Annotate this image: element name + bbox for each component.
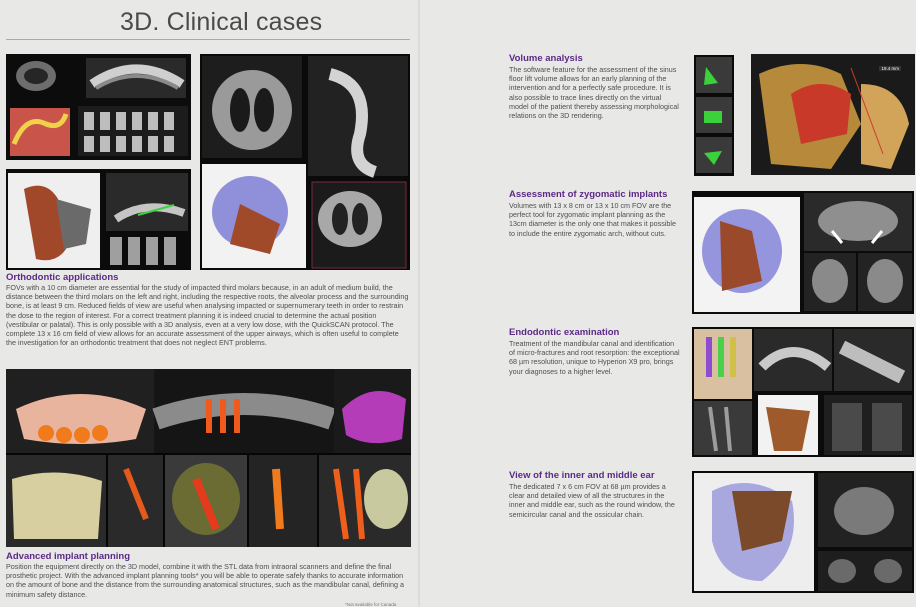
zygomatic-implant-image xyxy=(692,191,914,314)
endodontic-text: Treatment of the mandibular canal and id… xyxy=(509,339,680,376)
volume-3d-rendering-image: 19.4 mm xyxy=(751,54,915,175)
title-rule xyxy=(6,39,410,40)
implant-text: Position the equipment directly on the 3… xyxy=(6,562,404,599)
left-page: 3D. Clinical cases xyxy=(0,0,420,607)
inner-ear-image xyxy=(692,471,914,593)
orthodontic-heading: Orthodontic applications xyxy=(6,272,119,283)
page-gutter xyxy=(418,0,420,607)
zygomatic-heading: Assessment of zygomatic implants xyxy=(509,189,668,200)
orthodontic-text: FOVs with a 10 cm diameter are essential… xyxy=(6,283,409,348)
volume-measure-label: 19.4 mm xyxy=(879,66,901,71)
volume-slices-image xyxy=(694,55,734,176)
orthodontic-airway-collage-image xyxy=(200,54,410,270)
implant-footnote: *Not available for Canada xyxy=(345,602,397,607)
zygomatic-text: Volumes with 13 x 8 cm or 13 x 10 cm FOV… xyxy=(509,201,676,238)
ear-text: The dedicated 7 x 6 cm FOV at 68 µm prov… xyxy=(509,482,675,519)
endodontic-heading: Endodontic examination xyxy=(509,327,620,338)
endodontic-image xyxy=(692,327,914,457)
page-title: 3D. Clinical cases xyxy=(120,8,323,36)
implant-planning-image xyxy=(6,369,411,547)
ear-heading: View of the inner and middle ear xyxy=(509,470,655,481)
right-page: Volume analysis The software feature for… xyxy=(420,0,916,607)
volume-text: The software feature for the assessment … xyxy=(509,65,679,121)
orthodontic-panoramic-image xyxy=(6,54,191,160)
volume-heading: Volume analysis xyxy=(509,53,583,64)
implant-heading: Advanced implant planning xyxy=(6,551,131,562)
orthodontic-impacted-molar-image xyxy=(6,169,191,270)
